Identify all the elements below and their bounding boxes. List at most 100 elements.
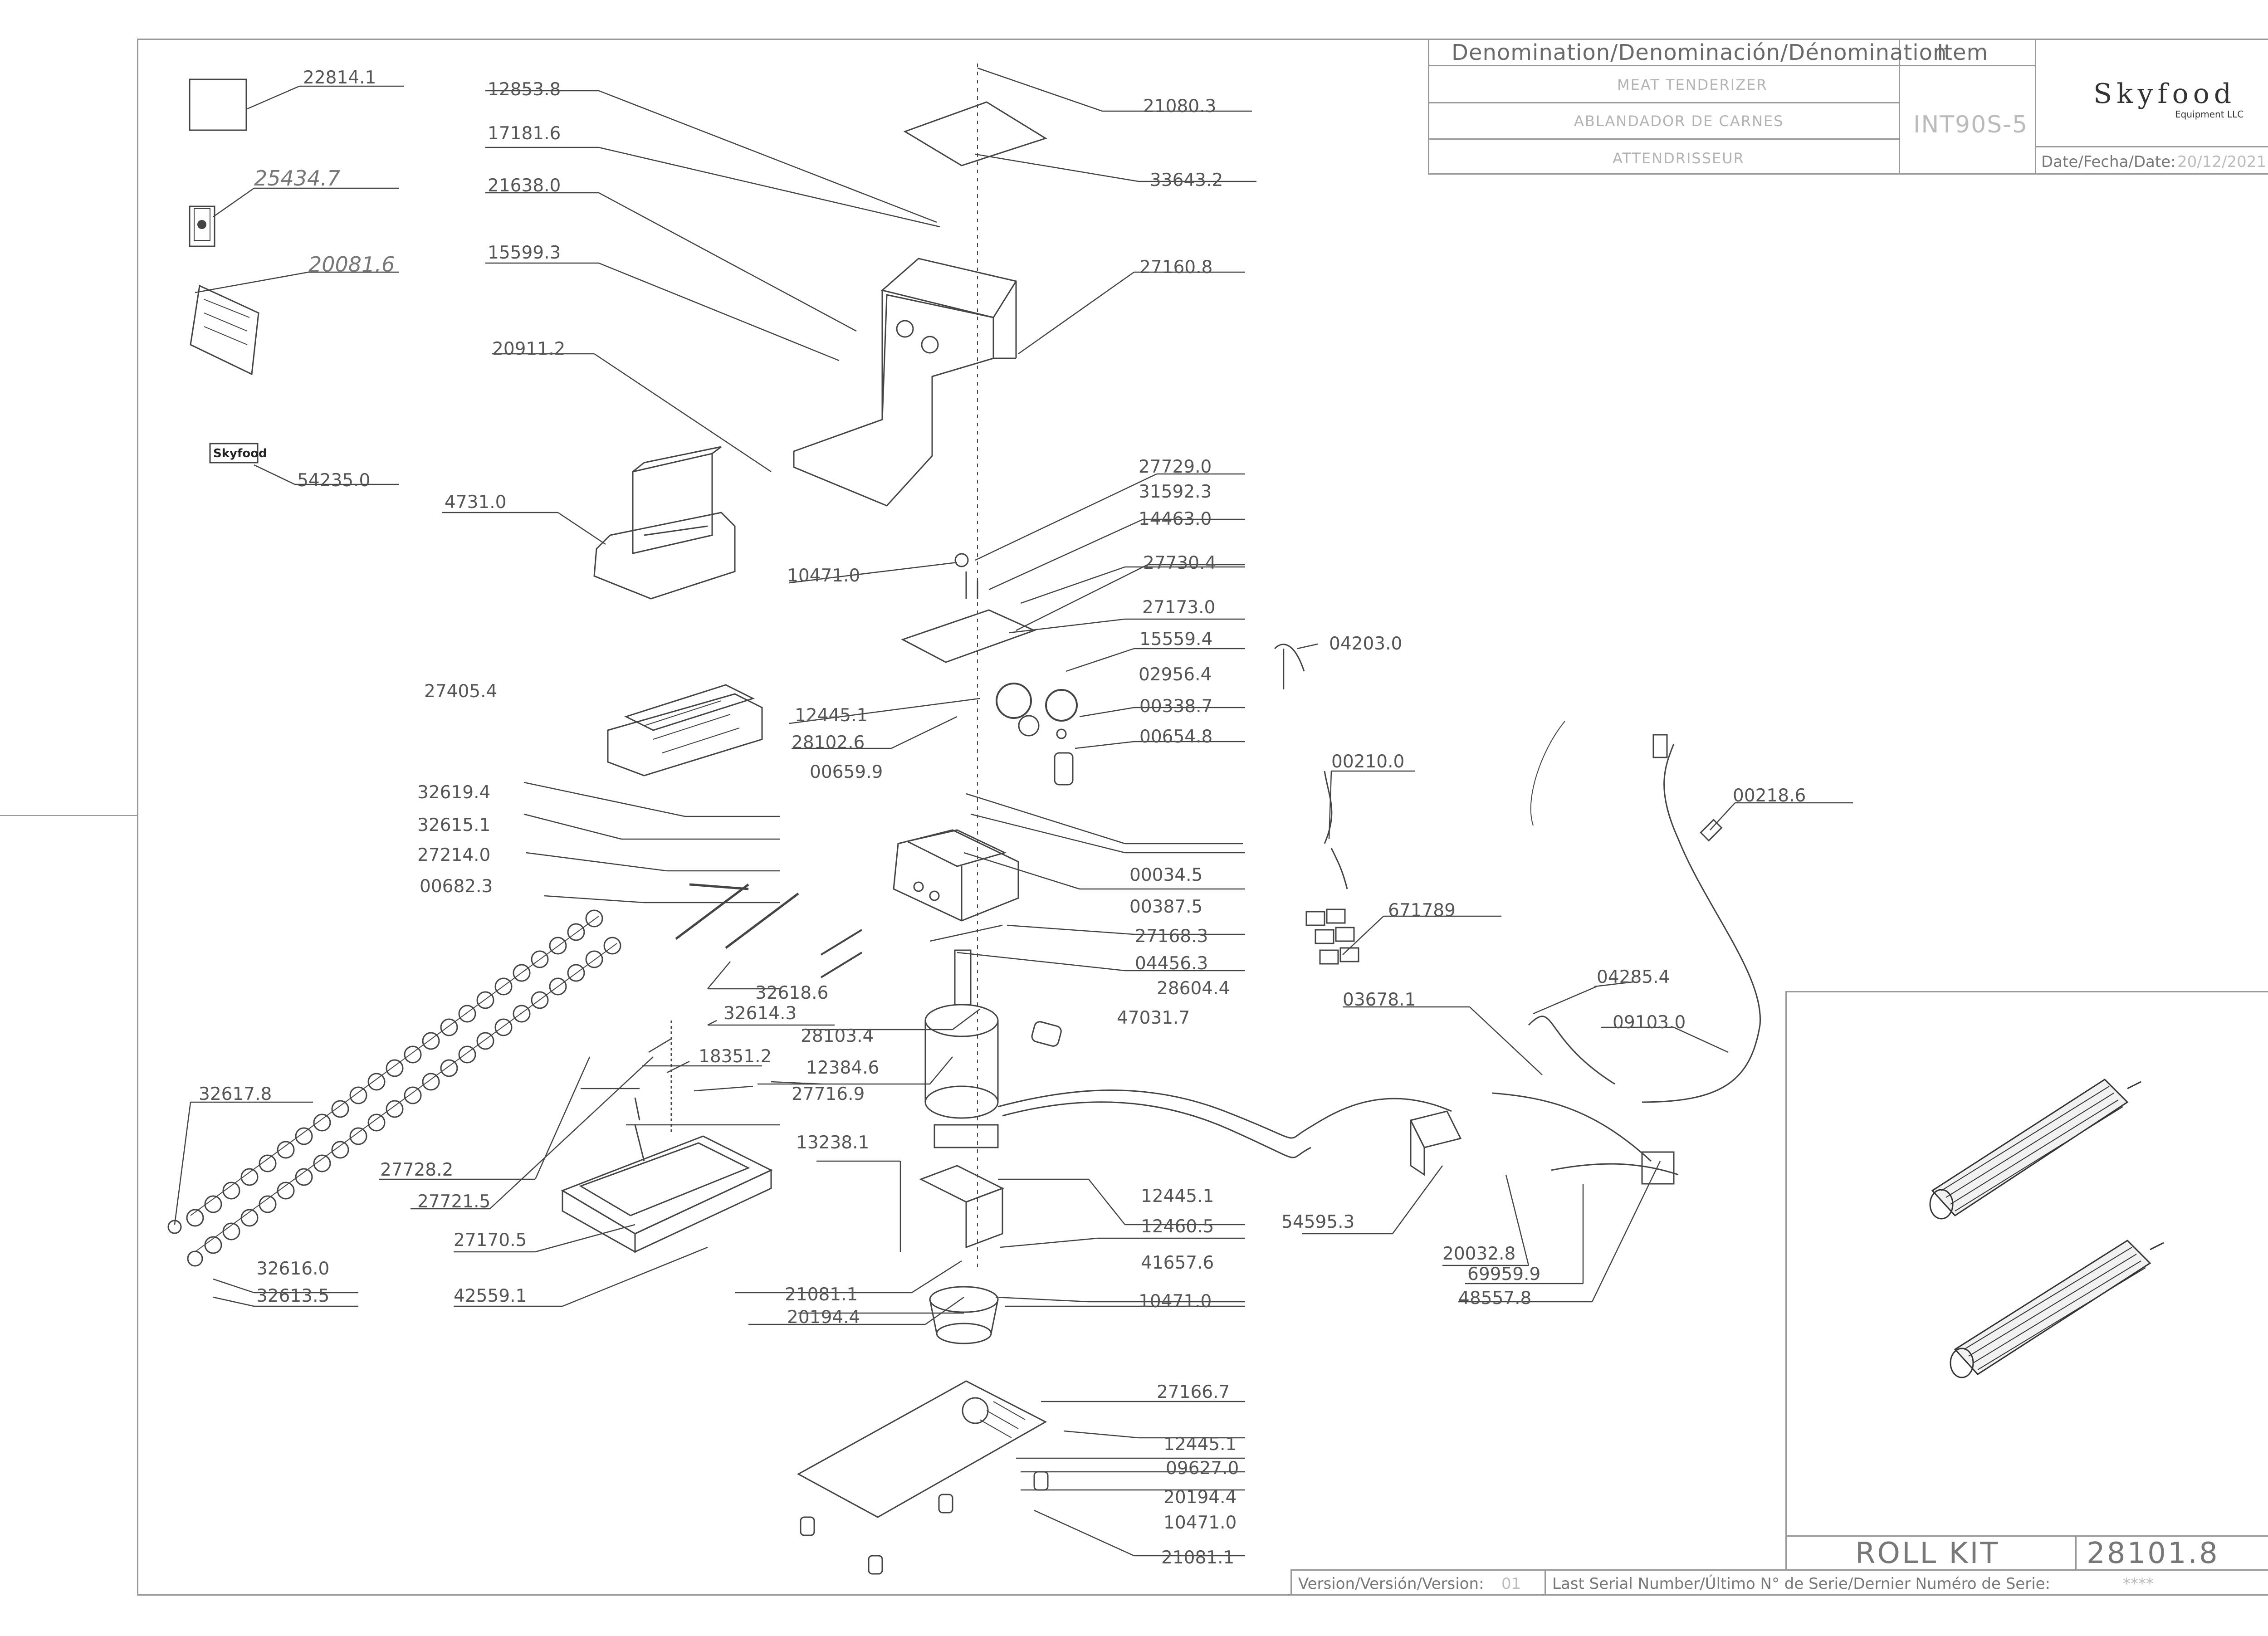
part-label: 31592.3 — [1139, 482, 1212, 502]
part-label: 10471.0 — [1163, 1513, 1237, 1533]
part-label: 28103.4 — [801, 1026, 874, 1046]
part-label: 47031.7 — [1117, 1008, 1190, 1028]
part-bracket-drawing — [919, 1165, 1004, 1249]
part-terminal-block-drawing — [1409, 1110, 1675, 1185]
part-connectors-drawing — [1274, 644, 1723, 965]
roll-kit-label: ROLL KIT — [1855, 1537, 2000, 1570]
part-label: 32615.1 — [417, 815, 491, 835]
part-label: 10471.0 — [1139, 1291, 1212, 1312]
part-label: 17181.6 — [488, 123, 561, 144]
part-label: 42559.1 — [454, 1286, 527, 1306]
part-label: 27729.0 — [1139, 457, 1212, 477]
part-label: 04203.0 — [1329, 634, 1403, 654]
part-label: 27716.9 — [792, 1084, 865, 1104]
name-spanish: ABLANDADOR DE CARNES — [1574, 112, 1784, 130]
part-label: 33643.2 — [1150, 170, 1223, 190]
part-label: 09627.0 — [1166, 1458, 1239, 1479]
part-label: 20194.4 — [787, 1307, 860, 1328]
frame-edge-mark — [0, 815, 137, 816]
part-label: 20081.6 — [308, 252, 395, 277]
part-label: 27730.4 — [1143, 553, 1217, 573]
part-label: 20032.8 — [1442, 1244, 1516, 1264]
part-label: 69959.9 — [1467, 1264, 1541, 1284]
accessory-drawings — [189, 78, 259, 464]
part-label: 00218.6 — [1733, 786, 1806, 806]
part-label: 20911.2 — [492, 339, 566, 359]
part-top-plate-drawing — [903, 101, 1047, 166]
part-label: 27168.3 — [1135, 926, 1208, 947]
item-header: Item — [1937, 40, 1989, 65]
part-switch-plate-drawing — [901, 553, 1036, 663]
part-label: 13238.1 — [796, 1133, 870, 1153]
part-gears-drawing — [996, 683, 1078, 786]
part-label: 12445.1 — [795, 705, 868, 726]
version-value: 01 — [1501, 1575, 1521, 1593]
part-label: 00659.9 — [810, 762, 883, 782]
part-label: 27405.4 — [424, 681, 498, 702]
part-label: 27728.2 — [380, 1160, 454, 1180]
part-label: 10471.0 — [787, 566, 860, 586]
part-label: 04285.4 — [1597, 967, 1670, 987]
part-label: 4731.0 — [445, 492, 507, 513]
part-label: 21081.1 — [1161, 1548, 1235, 1568]
part-label: 25434.7 — [254, 166, 341, 190]
item-value: INT90S-5 — [1913, 111, 2028, 138]
part-label: 14463.0 — [1139, 509, 1212, 529]
part-label: 48557.8 — [1458, 1288, 1532, 1309]
part-label: 32616.0 — [256, 1259, 330, 1279]
part-label: 27160.8 — [1139, 257, 1213, 278]
part-label: 28102.6 — [792, 733, 865, 753]
drawing-frame — [137, 39, 2268, 1596]
part-label: 15559.4 — [1139, 629, 1213, 650]
date-value: 20/12/2021 — [2177, 153, 2266, 171]
part-base-tray-drawing — [561, 1021, 773, 1253]
serial-value: **** — [2123, 1575, 2154, 1593]
part-label: 15599.3 — [488, 243, 561, 263]
part-label: 18351.2 — [699, 1046, 772, 1067]
part-label: 27166.7 — [1157, 1382, 1230, 1402]
part-label: 00338.7 — [1139, 696, 1213, 717]
part-label: 12445.1 — [1141, 1186, 1214, 1206]
part-motor-drawing — [924, 1004, 1062, 1148]
part-label: 20194.4 — [1163, 1487, 1237, 1508]
part-label: 12384.6 — [806, 1058, 880, 1078]
part-roller-stack-drawing — [167, 883, 749, 1267]
part-label: 28604.4 — [1157, 978, 1230, 999]
part-label: 32613.5 — [256, 1286, 330, 1306]
part-label: 12853.8 — [488, 79, 561, 100]
date-label: Date/Fecha/Date: — [2041, 153, 2176, 171]
brand-logo: Skyfood — [2093, 78, 2236, 110]
version-label: Version/Versión/Version: — [1298, 1575, 1484, 1593]
part-label: 21081.1 — [785, 1284, 858, 1305]
part-label: 54235.0 — [297, 470, 371, 491]
part-label: 32618.6 — [755, 983, 829, 1003]
part-label: 27721.5 — [417, 1192, 491, 1212]
serial-label: Last Serial Number/Último N° de Serie/De… — [1552, 1575, 2051, 1593]
part-label: 12460.5 — [1141, 1216, 1214, 1237]
version-strip — [1290, 1569, 2268, 1596]
part-label: 21638.0 — [488, 176, 561, 196]
part-shafts-drawing — [675, 884, 972, 1006]
part-label: 22814.1 — [303, 68, 376, 88]
part-wiring-drawing — [997, 721, 1761, 1176]
part-gearbox-drawing — [893, 829, 1019, 922]
part-label: 21080.3 — [1143, 96, 1217, 117]
part-label: 12445.1 — [1163, 1434, 1237, 1455]
leader-lines — [174, 67, 1853, 1557]
title-block — [1428, 39, 2268, 175]
part-roller-holder-drawing — [607, 684, 763, 776]
part-housing-drawing — [793, 258, 1017, 507]
part-label: 32614.3 — [723, 1003, 797, 1024]
part-label: 00682.3 — [420, 876, 493, 897]
roll-kit-code: 28101.8 — [2087, 1537, 2219, 1570]
accessory-skyfood-label: Skyfood — [213, 447, 267, 460]
brand-subtitle: Equipment LLC — [2175, 109, 2244, 120]
part-label: 27170.5 — [454, 1230, 527, 1250]
part-label: 27214.0 — [417, 845, 491, 865]
part-bottom-plate-drawing — [797, 1380, 1049, 1575]
roll-kit-inset — [1785, 991, 2268, 1571]
part-label: 00654.8 — [1139, 727, 1213, 747]
part-label: 54595.3 — [1281, 1212, 1355, 1232]
